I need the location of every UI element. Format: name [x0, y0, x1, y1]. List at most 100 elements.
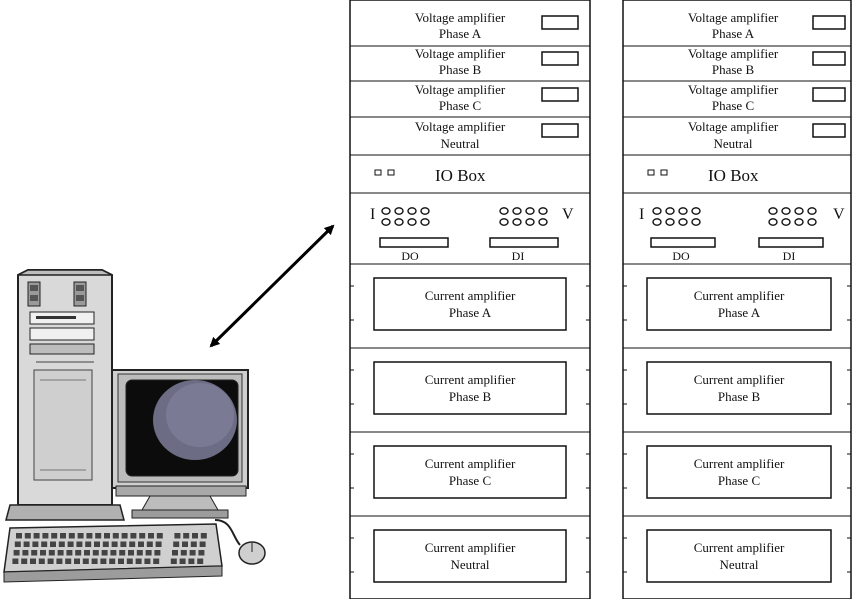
amplifier-faceplate [646, 277, 832, 331]
rack-handle [349, 453, 354, 489]
keyboard-key [12, 558, 19, 564]
amplifier-faceplate [646, 529, 832, 583]
voltage-amplifier-phase: Neutral [441, 136, 480, 151]
voltage-amplifier: Voltage amplifier Neutral [350, 119, 590, 156]
keyboard-key [109, 558, 116, 564]
di-port [489, 237, 559, 248]
terminal-icon [538, 207, 548, 215]
voltage-terminals [768, 207, 817, 226]
display-window [541, 15, 579, 30]
keyboard-key [170, 558, 177, 564]
voltage-amplifier-title: Voltage amplifier [415, 82, 506, 97]
current-amplifier-phase: Phase C [718, 473, 760, 488]
rack-handle [847, 369, 852, 405]
keyboard-key [174, 533, 181, 539]
terminal-icon [381, 207, 391, 215]
keyboard-key [138, 541, 144, 547]
keyboard-key [85, 541, 92, 547]
keyboard-key [14, 541, 21, 547]
di-label: DI [512, 249, 525, 263]
keyboard-key [111, 541, 118, 547]
current-amplifier: Current amplifier Phase A [349, 277, 591, 349]
terminal-icon [407, 207, 417, 215]
voltage-amplifier-title: Voltage amplifier [688, 46, 779, 61]
keyboard-key [182, 541, 188, 547]
keyboard-key [100, 558, 107, 564]
current-amplifier: Current amplifier Neutral [622, 529, 852, 583]
terminal-icon [768, 207, 778, 215]
current-terminals [381, 207, 430, 226]
keyboard-key [121, 533, 128, 539]
rack-handle [349, 369, 354, 405]
terminal-icon [652, 218, 662, 226]
keyboard-key [42, 533, 49, 539]
voltage-amplifier: Voltage amplifier Phase C [623, 82, 851, 118]
current-amplifier-phase: Phase A [718, 305, 761, 320]
keyboard-key [180, 550, 187, 556]
terminal-icon [768, 218, 778, 226]
rack-handle [847, 285, 852, 321]
keyboard-key [199, 541, 206, 547]
display-window [812, 123, 846, 138]
amplifier-faceplate [646, 445, 832, 499]
keyboard-key [23, 541, 30, 547]
keyboard-key [21, 558, 28, 564]
current-amplifier-title: Current amplifier [425, 540, 516, 555]
terminal-icon [678, 218, 688, 226]
terminal-icon [794, 218, 804, 226]
rack-handle [586, 453, 591, 489]
display-window [541, 51, 579, 66]
keyboard-key [148, 533, 154, 539]
keyboard-key [75, 550, 82, 556]
keyboard-key [102, 541, 109, 547]
keyboard-key [104, 533, 110, 539]
current-amplifier: Current amplifier Phase C [622, 445, 852, 517]
voltage-amplifier-title: Voltage amplifier [688, 10, 779, 25]
keyboard-key [38, 558, 45, 564]
keyboard-key [136, 550, 143, 556]
voltage-amplifier-phase: Neutral [714, 136, 753, 151]
keyboard-key [76, 541, 83, 547]
keyboard-key [183, 533, 190, 539]
monitor-icon [111, 369, 249, 519]
double-arrow-icon [209, 224, 335, 348]
io-box: IO Box [623, 166, 851, 194]
keyboard-key [101, 550, 108, 556]
tower-icon [5, 269, 125, 521]
keyboard-icon [3, 523, 223, 583]
keyboard-key [41, 541, 48, 547]
voltage-amplifier-title: Voltage amplifier [415, 119, 506, 134]
terminal-icon [691, 207, 701, 215]
terminal-icon [499, 218, 509, 226]
rack-handle [586, 285, 591, 321]
keyboard-key [120, 541, 127, 547]
keyboard-key [128, 550, 134, 556]
keyboard-key [86, 533, 93, 539]
keyboard-key [200, 533, 207, 539]
amplifier-faceplate [373, 529, 567, 583]
keyboard-key [67, 541, 74, 547]
terminal-icon [394, 207, 404, 215]
terminal-icon [678, 207, 688, 215]
keyboard-key [13, 550, 20, 556]
voltage-amplifier: Voltage amplifier Phase B [350, 46, 590, 82]
terminal-icon [665, 218, 675, 226]
current-amplifier: Current amplifier Phase B [622, 361, 852, 433]
terminal-icon [781, 207, 791, 215]
terminal-icon [512, 207, 522, 215]
current-amplifier: Current amplifier Phase A [622, 277, 852, 349]
voltage-amplifier: Voltage amplifier Phase C [350, 82, 590, 118]
terminal-icon [499, 207, 509, 215]
terminal-icon [407, 218, 417, 226]
keyboard-key [110, 550, 117, 556]
terminal-icon [512, 218, 522, 226]
voltage-amplifier-phase: Phase C [439, 98, 481, 113]
terminal-icon [807, 218, 817, 226]
keyboard-key [48, 550, 55, 556]
keyboard-key [57, 550, 64, 556]
keyboard-key [47, 558, 54, 564]
keyboard-key [77, 533, 84, 539]
voltage-amplifier-title: Voltage amplifier [415, 46, 506, 61]
keyboard-key [154, 550, 161, 556]
amplifier-faceplate [373, 445, 567, 499]
